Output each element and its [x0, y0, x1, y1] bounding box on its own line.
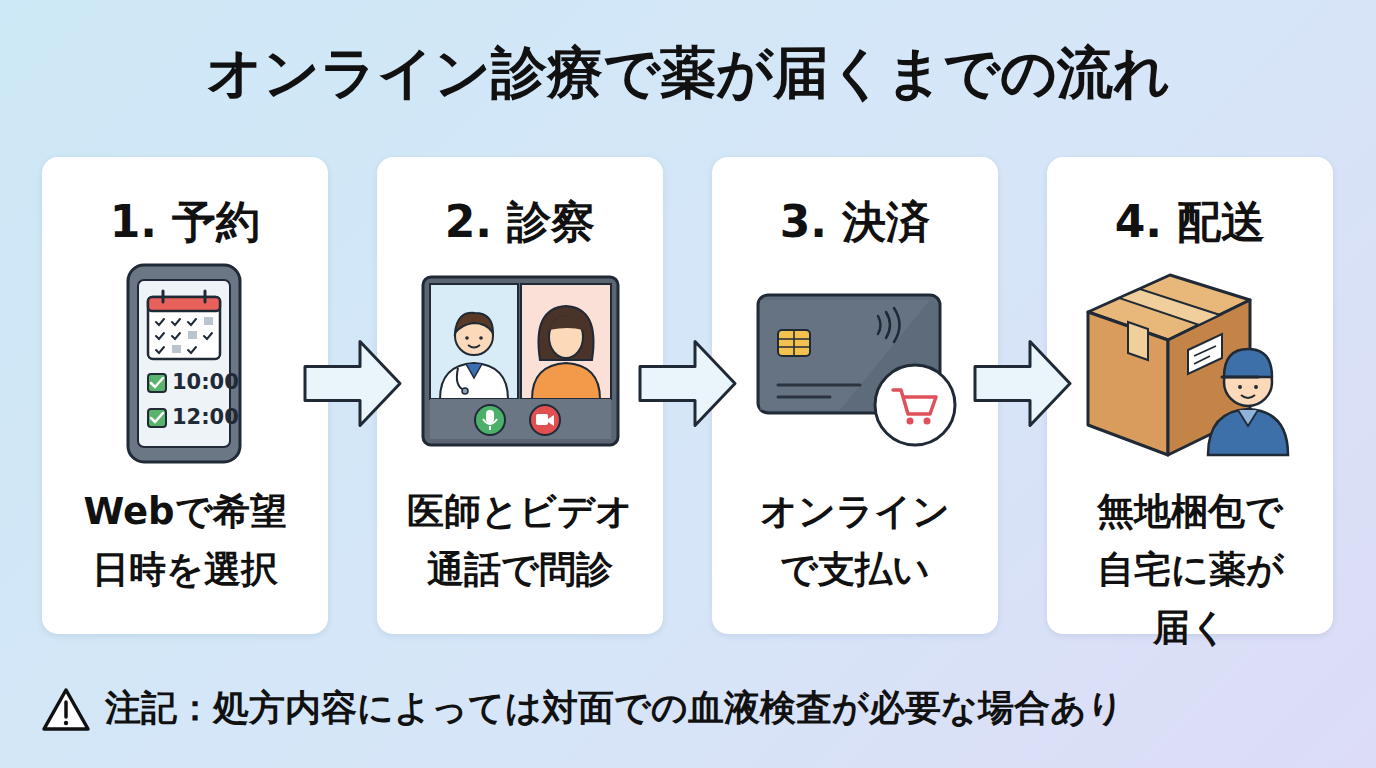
- diagram-title: オンライン診療で薬が届くまでの流れ: [0, 36, 1376, 112]
- step-heading: 2. 診察: [377, 193, 663, 252]
- step-heading: 3. 決済: [712, 193, 998, 252]
- step-description: Webで希望 日時を選択: [60, 483, 310, 599]
- step-card: 1. 予約 Webで希望 日時を選択: [42, 157, 328, 634]
- time-slot-text: 10:00: [172, 370, 239, 394]
- step-heading: 4. 配送: [1047, 193, 1333, 252]
- flow-arrow: [975, 342, 1070, 426]
- step-card: 2. 診察医師とビデオ 通話で問診: [377, 157, 663, 634]
- flow-arrow: [640, 342, 735, 426]
- step-description: オンライン で支払い: [730, 483, 980, 599]
- note-text: 注記：処方内容によっては対面での血液検査が必要な場合あり: [105, 684, 1124, 733]
- time-slot-text: 12:00: [172, 405, 239, 429]
- step-description: 無地梱包で 自宅に薬が 届く: [1065, 483, 1315, 657]
- step-heading: 1. 予約: [42, 193, 328, 252]
- step-card: 3. 決済オンライン で支払い: [712, 157, 998, 634]
- step-card: 4. 配送無地梱包で 自宅に薬が 届く: [1047, 157, 1333, 634]
- warning-icon: [44, 690, 88, 729]
- step-description: 医師とビデオ 通話で問診: [395, 483, 645, 599]
- flow-arrow: [305, 342, 400, 426]
